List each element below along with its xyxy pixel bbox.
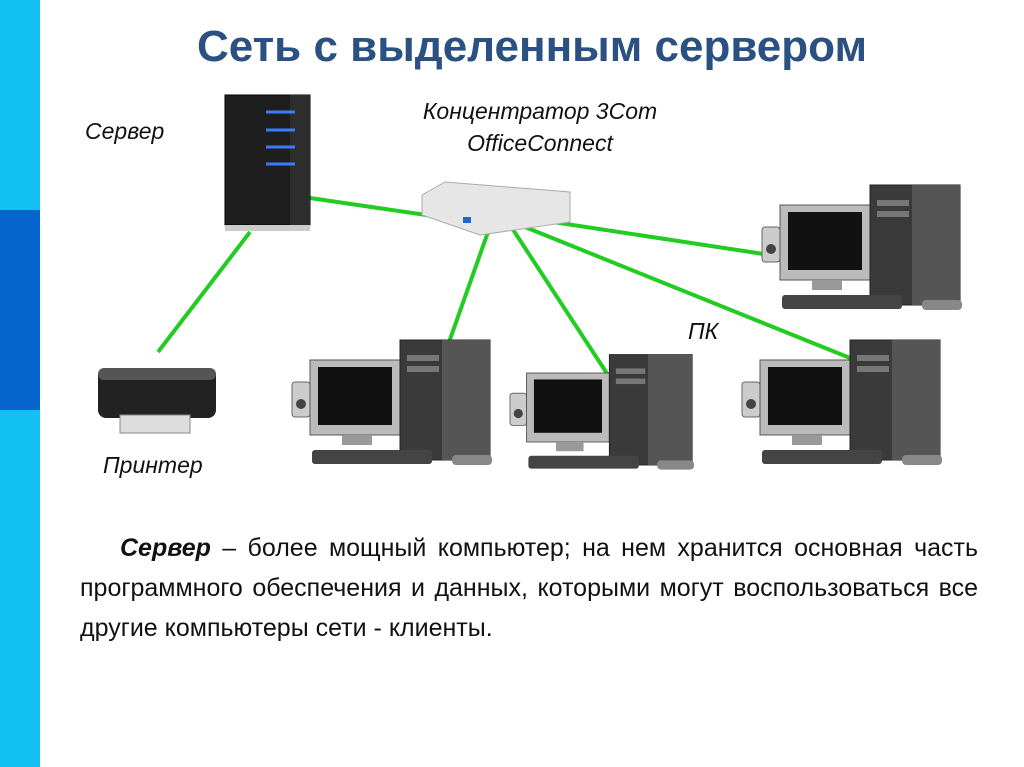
pc-icon-right-top bbox=[761, 184, 963, 311]
definition-text: – более мощный компьютер; на нем хранитс… bbox=[80, 534, 978, 642]
pc-icon-2 bbox=[509, 354, 695, 471]
hub-label-line2: OfficeConnect bbox=[467, 130, 613, 156]
pc-icon-1 bbox=[291, 339, 493, 466]
pc-icon-3 bbox=[741, 339, 943, 466]
server-label: Сервер bbox=[85, 118, 165, 144]
slide-title: Сеть с выделенным сервером bbox=[196, 22, 868, 71]
server-tower-icon bbox=[224, 94, 311, 231]
printer-icon bbox=[98, 368, 216, 434]
hub-label: Концентратор 3Com OfficeConnect bbox=[395, 95, 685, 159]
pc-label: ПК bbox=[688, 318, 719, 344]
definition-term: Сервер bbox=[120, 534, 211, 562]
printer-label: Принтер bbox=[103, 452, 203, 478]
definition-paragraph: Сервер – более мощный компьютер; на нем … bbox=[80, 528, 978, 648]
hub-icon bbox=[421, 181, 571, 236]
side-accent-block bbox=[0, 210, 40, 410]
hub-label-line1: Концентратор 3Com bbox=[422, 98, 658, 124]
